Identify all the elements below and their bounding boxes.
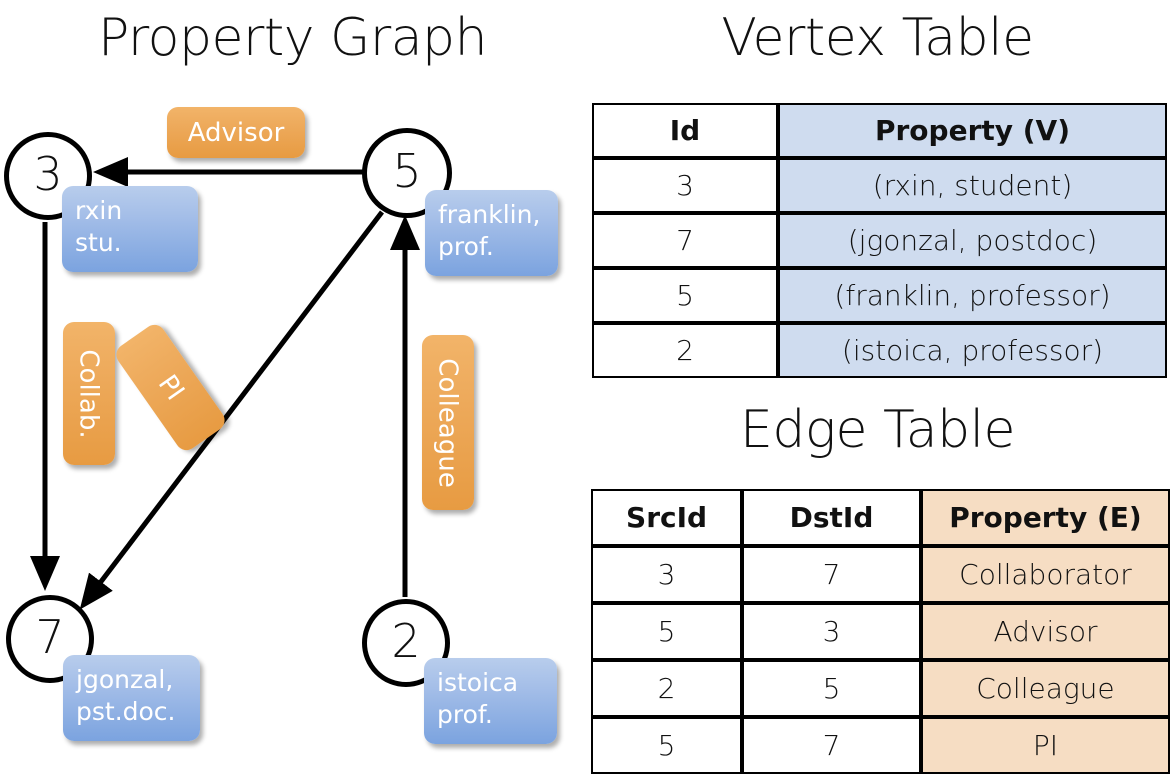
- vertex-property-rxin-line1: rxin: [75, 196, 123, 225]
- vertex-table: Id Property (V) 3 (rxin, student) 7 (jgo…: [592, 103, 1167, 378]
- edge-table-cell-property: Advisor: [920, 603, 1170, 660]
- vertex-node-2-label: 2: [391, 614, 421, 668]
- vertex-property-box-istoica[interactable]: istoica prof.: [424, 658, 557, 744]
- property-graph-diagram: 3 5 7 2 rxin stu. franklin, prof. jgonza…: [0, 0, 585, 760]
- vertex-table-header-row: Id Property (V): [592, 103, 1167, 158]
- edge-label-colleague-text: Colleague: [433, 357, 464, 488]
- edge-table-header-srcid: SrcId: [591, 489, 743, 546]
- edge-table-header-dstid: DstId: [742, 489, 921, 546]
- vertex-property-box-franklin[interactable]: franklin, prof.: [425, 190, 558, 276]
- edge-table-cell-srcid: 5: [591, 717, 743, 774]
- edge-table-cell-dstid: 7: [742, 717, 921, 774]
- vertex-table-header-id: Id: [592, 103, 778, 158]
- edge-label-colleague[interactable]: Colleague: [422, 335, 474, 510]
- vertex-table-cell-id: 2: [592, 323, 778, 378]
- edge-table-cell-srcid: 5: [591, 603, 743, 660]
- vertex-node-7-label: 7: [35, 610, 65, 664]
- edge-table-cell-property: Colleague: [920, 660, 1170, 717]
- table-row[interactable]: 3 7 Collaborator: [591, 546, 1170, 603]
- table-row[interactable]: 5 3 Advisor: [591, 603, 1170, 660]
- edge-table-cell-dstid: 5: [742, 660, 921, 717]
- edge-label-pi-text: PI: [151, 369, 190, 406]
- vertex-table-cell-id: 7: [592, 213, 778, 268]
- table-row[interactable]: 2 5 Colleague: [591, 660, 1170, 717]
- vertex-property-jgonzal-line1: jgonzal,: [76, 665, 174, 694]
- table-row[interactable]: 2 (istoica, professor): [592, 323, 1167, 378]
- graph-edge-arrows: [30, 157, 420, 610]
- edge-table-cell-srcid: 3: [591, 546, 743, 603]
- edge-arrow-5-to-7: [79, 210, 384, 610]
- edge-table-cell-dstid: 7: [742, 546, 921, 603]
- vertex-node-5-label: 5: [392, 144, 422, 198]
- vertex-property-jgonzal-line2: pst.doc.: [76, 697, 176, 726]
- vertex-property-box-jgonzal[interactable]: jgonzal, pst.doc.: [63, 655, 200, 741]
- edge-table: SrcId DstId Property (E) 3 7 Collaborato…: [591, 489, 1170, 774]
- table-row[interactable]: 5 (franklin, professor): [592, 268, 1167, 323]
- vertex-property-franklin-line2: prof.: [438, 232, 494, 261]
- edge-table-header-row: SrcId DstId Property (E): [591, 489, 1170, 546]
- edge-table-cell-property: Collaborator: [920, 546, 1170, 603]
- edge-table-header-property: Property (E): [920, 489, 1170, 546]
- edge-label-collab-text: Collab.: [74, 348, 104, 439]
- table-row[interactable]: 5 7 PI: [591, 717, 1170, 774]
- vertex-node-5[interactable]: 5: [362, 128, 452, 218]
- table-row[interactable]: 3 (rxin, student): [592, 158, 1167, 213]
- edge-label-collab[interactable]: Collab.: [63, 322, 115, 465]
- edge-table-cell-property: PI: [920, 717, 1170, 774]
- vertex-table-cell-property: (jgonzal, postdoc): [778, 213, 1167, 268]
- page-title-vertex-table: Vertex Table: [721, 8, 1034, 68]
- vertex-node-3-label: 3: [33, 147, 63, 201]
- vertex-table-cell-id: 3: [592, 158, 778, 213]
- vertex-node-2[interactable]: 2: [362, 599, 450, 687]
- vertex-table-cell-property: (istoica, professor): [778, 323, 1167, 378]
- vertex-property-istoica-line2: prof.: [437, 700, 493, 729]
- edge-label-advisor-text: Advisor: [187, 117, 285, 148]
- page-title-property-graph: Property Graph: [97, 8, 488, 68]
- vertex-property-box-rxin[interactable]: rxin stu.: [62, 186, 198, 272]
- edge-label-advisor[interactable]: Advisor: [167, 107, 305, 158]
- vertex-table-header-property: Property (V): [778, 103, 1167, 158]
- table-row[interactable]: 7 (jgonzal, postdoc): [592, 213, 1167, 268]
- vertex-property-rxin-line2: stu.: [75, 228, 122, 257]
- vertex-table-cell-property: (franklin, professor): [778, 268, 1167, 323]
- vertex-table-cell-property: (rxin, student): [778, 158, 1167, 213]
- vertex-property-franklin-line1: franklin,: [438, 200, 541, 229]
- vertex-table-cell-id: 5: [592, 268, 778, 323]
- edge-table-cell-srcid: 2: [591, 660, 743, 717]
- page-title-edge-table: Edge Table: [739, 400, 1016, 460]
- edge-table-cell-dstid: 3: [742, 603, 921, 660]
- vertex-property-istoica-line1: istoica: [437, 668, 519, 697]
